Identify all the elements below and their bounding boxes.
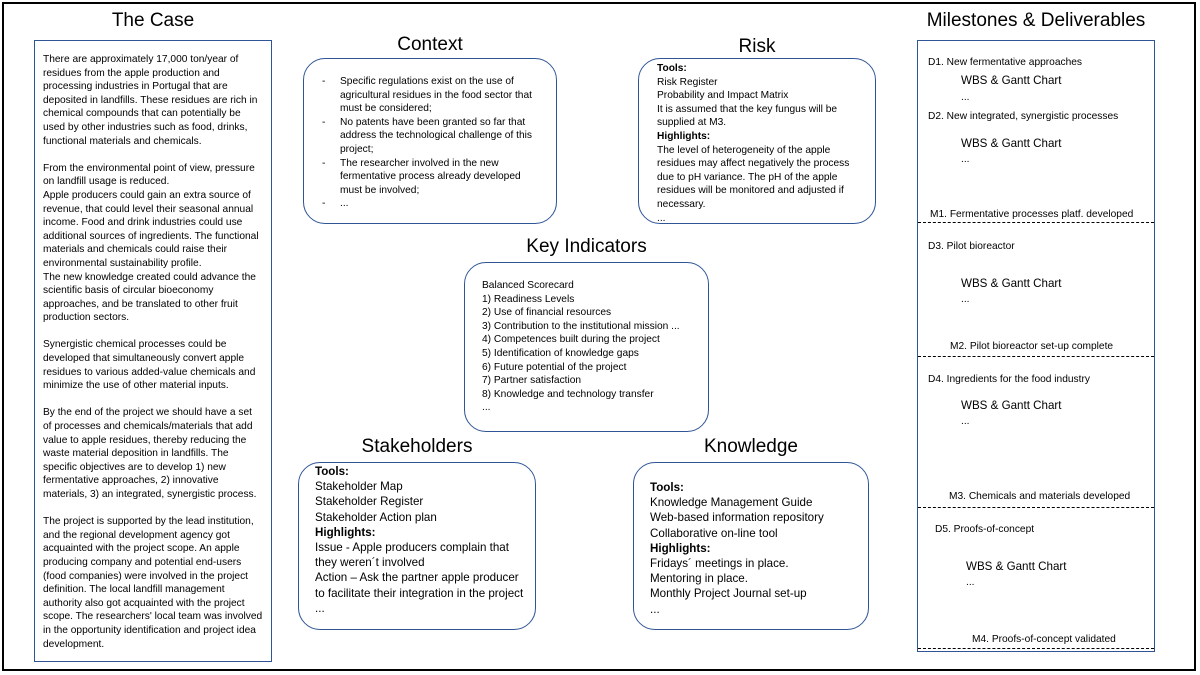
- milestone-m3-divider: [918, 507, 1154, 508]
- indicator-item: Balanced Scorecard: [482, 280, 574, 291]
- milestone-m4-divider: [918, 648, 1154, 649]
- stakeholders-highlights-label: Highlights:: [315, 525, 376, 539]
- stakeholders-tools-label: Tools:: [315, 465, 349, 478]
- stakeholders-tool: Stakeholder Action plan: [315, 510, 437, 524]
- risk-highlight: The level of heterogeneity of the apple …: [657, 144, 850, 210]
- knowledge-tool: Web-based information repository: [650, 511, 824, 525]
- risk-tool: Risk Register: [657, 76, 718, 88]
- deliverable-d5-tool: WBS & Gantt Chart: [966, 560, 1067, 573]
- case-paragraph-5: The project is supported by the lead ins…: [43, 516, 266, 650]
- indicator-item: 6) Future potential of the project: [482, 361, 627, 373]
- deliverable-d4-more: ...: [961, 416, 970, 427]
- risk-tool: Probability and Impact Matrix: [657, 90, 789, 102]
- risk-box: Tools: Risk Register Probability and Imp…: [638, 58, 876, 224]
- milestone-m2-label: M2. Pilot bioreactor set-up complete: [950, 341, 1114, 352]
- knowledge-highlight: ...: [650, 602, 660, 616]
- milestones-title: Milestones & Deliverables: [926, 10, 1146, 31]
- indicator-item: 1) Readiness Levels: [482, 293, 575, 305]
- risk-highlights-label: Highlights:: [657, 130, 711, 142]
- risk-tools-label: Tools:: [657, 63, 687, 74]
- deliverable-d3-label: D3. Pilot bioreactor: [928, 241, 1015, 252]
- knowledge-box: Tools: Knowledge Management Guide Web-ba…: [633, 462, 869, 630]
- knowledge-highlight: Fridays´ meetings in place.: [650, 557, 789, 571]
- deliverable-d1-more: ...: [961, 92, 970, 103]
- deliverable-d4-label: D4. Ingredients for the food industry: [928, 374, 1090, 385]
- context-item: Specific regulations exist on the use of…: [322, 75, 542, 116]
- indicator-item: 7) Partner satisfaction: [482, 375, 582, 387]
- indicator-item: 4) Competences built during the project: [482, 334, 660, 346]
- context-item: The researcher involved in the new ferme…: [322, 157, 542, 198]
- case-paragraph-2: From the environmental point of view, pr…: [43, 162, 259, 324]
- milestone-m4-label: M4. Proofs-of-concept validated: [972, 634, 1116, 645]
- context-item: ...: [322, 197, 542, 211]
- knowledge-tools-label: Tools:: [650, 481, 684, 494]
- knowledge-tool: Collaborative on-line tool: [650, 526, 778, 540]
- milestone-m3-label: M3. Chemicals and materials developed: [949, 491, 1131, 502]
- indicator-item: 5) Identification of knowledge gaps: [482, 347, 639, 359]
- deliverable-d2-label: D2. New integrated, synergistic processe…: [928, 111, 1119, 122]
- deliverable-d3-more: ...: [961, 294, 970, 305]
- deliverable-d4-tool: WBS & Gantt Chart: [961, 399, 1062, 412]
- context-box: Specific regulations exist on the use of…: [303, 58, 557, 224]
- risk-title: Risk: [738, 36, 776, 57]
- case-title: The Case: [111, 10, 195, 31]
- case-paragraph-1: There are approximately 17,000 ton/year …: [43, 54, 261, 147]
- stakeholders-tool: Stakeholder Register: [315, 495, 424, 509]
- knowledge-highlights-label: Highlights:: [650, 541, 711, 555]
- indicator-item: 3) Contribution to the institutional mis…: [482, 320, 680, 332]
- milestone-m2-divider: [918, 356, 1154, 357]
- indicator-item: 2) Use of financial resources: [482, 307, 612, 319]
- indicator-item: ...: [482, 402, 491, 414]
- case-paragraph-4: By the end of the project we should have…: [43, 407, 257, 500]
- knowledge-tool: Knowledge Management Guide: [650, 496, 813, 510]
- deliverable-d5-label: D5. Proofs-of-concept: [935, 524, 1035, 535]
- stakeholders-highlight: ...: [315, 601, 325, 615]
- risk-tool: It is assumed that the key fungus will b…: [657, 103, 838, 129]
- deliverable-d1-tool: WBS & Gantt Chart: [961, 74, 1062, 87]
- key-indicators-title: Key Indicators: [526, 236, 647, 257]
- milestone-m1-divider: [918, 222, 1154, 223]
- context-title: Context: [397, 34, 463, 55]
- key-indicators-box: Balanced Scorecard 1) Readiness Levels 2…: [464, 262, 709, 432]
- deliverable-d2-tool: WBS & Gantt Chart: [961, 137, 1062, 150]
- indicator-item: 8) Knowledge and technology transfer: [482, 388, 654, 400]
- milestone-m1-label: M1. Fermentative processes platf. develo…: [930, 209, 1134, 220]
- deliverable-d1-label: D1. New fermentative approaches: [928, 57, 1083, 68]
- deliverable-d5-more: ...: [966, 577, 975, 588]
- context-item: No patents have been granted so far that…: [322, 116, 542, 157]
- stakeholders-tool: Stakeholder Map: [315, 480, 403, 494]
- knowledge-title: Knowledge: [703, 436, 799, 457]
- risk-highlight: ...: [657, 212, 666, 224]
- knowledge-highlight: Monthly Project Journal set-up: [650, 587, 807, 601]
- stakeholders-title: Stakeholders: [361, 436, 473, 457]
- deliverable-d3-tool: WBS & Gantt Chart: [961, 277, 1062, 290]
- knowledge-highlight: Mentoring in place.: [650, 572, 748, 586]
- stakeholders-highlight: Action – Ask the partner apple producer …: [315, 571, 524, 600]
- stakeholders-box: Tools: Stakeholder Map Stakeholder Regis…: [298, 462, 536, 630]
- case-paragraph-3: Synergistic chemical processes could be …: [43, 339, 259, 392]
- milestones-box: D1. New fermentative approaches WBS & Ga…: [917, 40, 1155, 652]
- case-box: There are approximately 17,000 ton/year …: [34, 40, 272, 662]
- deliverable-d2-more: ...: [961, 154, 970, 165]
- stakeholders-highlight: Issue - Apple producers complain that th…: [315, 541, 509, 570]
